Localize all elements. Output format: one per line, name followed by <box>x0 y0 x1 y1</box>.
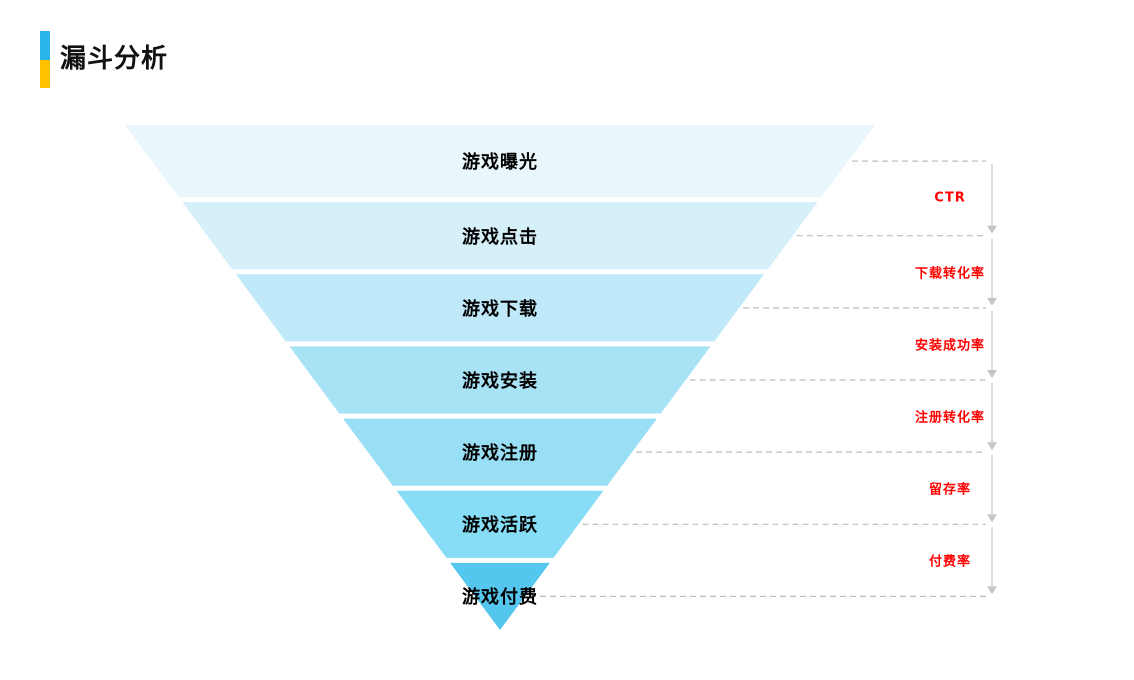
funnel-segment-2 <box>182 202 818 270</box>
page-title: 漏斗分析 <box>60 44 169 74</box>
funnel-segment-7 <box>450 562 550 630</box>
funnel-stage-label-2: 游戏点击 <box>462 226 538 248</box>
conversion-rate-label-2: 下载转化率 <box>914 266 986 282</box>
arrow-head-icon-2 <box>987 297 997 306</box>
page-header: 漏斗分析 <box>40 31 168 88</box>
accent-bar-top-segment <box>40 31 50 60</box>
conversion-rate-label-3: 安装成功率 <box>914 338 986 354</box>
arrow-head-icon-3 <box>987 370 997 378</box>
arrow-head-icon-5 <box>987 514 997 523</box>
arrow-head-icon-6 <box>987 586 997 595</box>
funnel-stage-label-3: 游戏下载 <box>462 298 538 320</box>
funnel-segment-4 <box>289 346 711 414</box>
funnel-segment-3 <box>235 274 765 342</box>
funnel-stage-label-7: 游戏付费 <box>462 587 538 609</box>
funnel-stage-label-5: 游戏注册 <box>462 443 538 465</box>
funnel-stage-label-1: 游戏曝光 <box>462 152 538 174</box>
arrow-head-icon-4 <box>987 442 997 451</box>
funnel-segment-5 <box>343 418 657 486</box>
funnel-stage-label-6: 游戏活跃 <box>462 515 538 537</box>
conversion-rate-label-1: CTR <box>934 190 966 206</box>
arrow-head-icon-1 <box>987 225 997 234</box>
funnel-stage-label-4: 游戏安装 <box>462 371 538 392</box>
funnel-segment-6 <box>396 490 604 558</box>
title-accent-bar <box>40 31 50 88</box>
accent-bar-bottom-segment <box>40 59 50 88</box>
conversion-rate-label-5: 留存率 <box>928 482 972 498</box>
funnel-segment-1 <box>125 125 875 198</box>
conversion-rate-label-6: 付费率 <box>928 554 972 570</box>
conversion-rate-label-4: 注册转化率 <box>914 410 986 426</box>
